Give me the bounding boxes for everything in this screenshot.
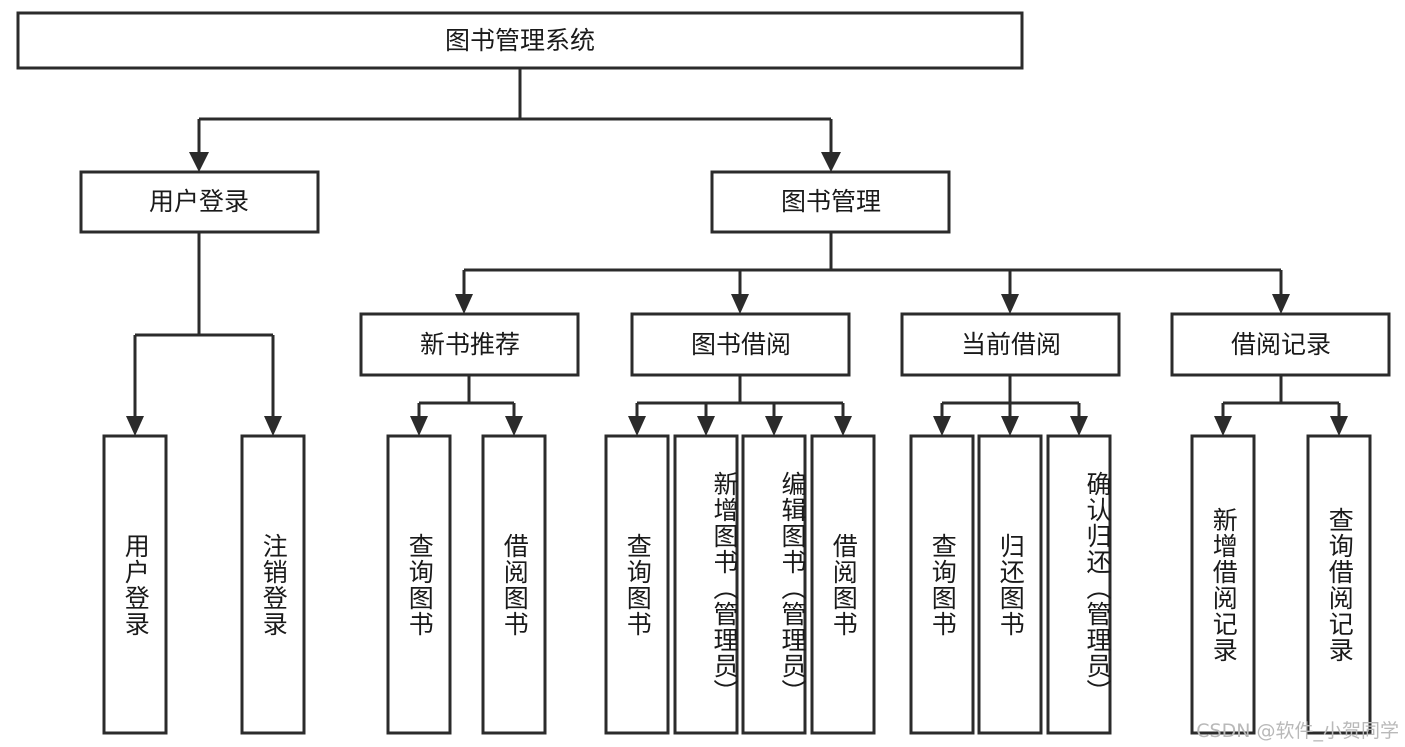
arrow-to-leaf-borrow-book-1: [505, 416, 523, 436]
arrow-to-book-borrow: [731, 294, 749, 314]
edges-layer: [126, 68, 1348, 436]
node-leaf-query-book-2[interactable]: [604, 434, 670, 735]
arrow-to-leaf-query-book-3: [933, 416, 951, 436]
node-leaf-return-book[interactable]: [977, 434, 1043, 735]
node-leaf-add-record[interactable]: [1190, 434, 1256, 735]
arrow-to-leaf-add-book: [697, 416, 715, 436]
arrow-to-leaf-user-login: [126, 416, 144, 436]
arrow-to-leaf-user-logout: [264, 416, 282, 436]
arrow-to-new-book-recommend: [455, 294, 473, 314]
node-current-borrow[interactable]: [900, 312, 1121, 377]
arrow-to-leaf-return-book: [1001, 416, 1019, 436]
arrow-to-leaf-query-book-1: [410, 416, 428, 436]
node-borrow-record-label: 借阅记录: [1231, 330, 1331, 359]
nodes-layer: 图书管理系统 用户登录 图书管理 新书推荐 图书借阅 当前借阅 借阅记录: [16, 11, 1391, 735]
node-book-management-label: 图书管理: [781, 187, 881, 216]
node-new-book-recommend[interactable]: [359, 312, 580, 377]
node-book-borrow[interactable]: [630, 312, 851, 377]
node-leaf-edit-book[interactable]: [741, 434, 807, 735]
arrow-to-leaf-borrow-book-2: [834, 416, 852, 436]
arrow-to-leaf-confirm-return: [1070, 416, 1088, 436]
node-current-borrow-label: 当前借阅: [961, 330, 1061, 359]
csdn-watermark: CSDN @软件_小贺同学: [1196, 720, 1399, 742]
node-root-book-management-system[interactable]: [16, 11, 1024, 70]
node-leaf-query-book-1[interactable]: [386, 434, 452, 735]
node-leaf-borrow-book-2[interactable]: [810, 434, 876, 735]
node-book-management[interactable]: [710, 170, 951, 234]
node-leaf-user-login[interactable]: [102, 434, 168, 735]
arrow-to-leaf-query-record: [1330, 416, 1348, 436]
arrow-to-book-management: [821, 152, 841, 172]
arrow-to-borrow-record: [1272, 294, 1290, 314]
node-root-label: 图书管理系统: [445, 26, 595, 55]
node-leaf-query-book-3[interactable]: [909, 434, 975, 735]
node-user-login[interactable]: [79, 170, 320, 234]
node-book-borrow-label: 图书借阅: [691, 330, 791, 359]
node-leaf-borrow-book-1[interactable]: [481, 434, 547, 735]
node-borrow-record[interactable]: [1170, 312, 1391, 377]
arrow-to-current-borrow: [1001, 294, 1019, 314]
node-new-book-recommend-label: 新书推荐: [420, 330, 520, 359]
node-leaf-user-logout[interactable]: [240, 434, 306, 735]
node-user-login-label: 用户登录: [149, 187, 249, 216]
arrow-to-leaf-add-record: [1214, 416, 1232, 436]
node-leaf-query-record[interactable]: [1306, 434, 1372, 735]
node-leaf-add-book[interactable]: [673, 434, 739, 735]
node-leaf-confirm-return[interactable]: [1046, 434, 1112, 735]
arrow-to-leaf-query-book-2: [628, 416, 646, 436]
arrow-to-user-login: [189, 152, 209, 172]
arrow-to-leaf-edit-book: [765, 416, 783, 436]
